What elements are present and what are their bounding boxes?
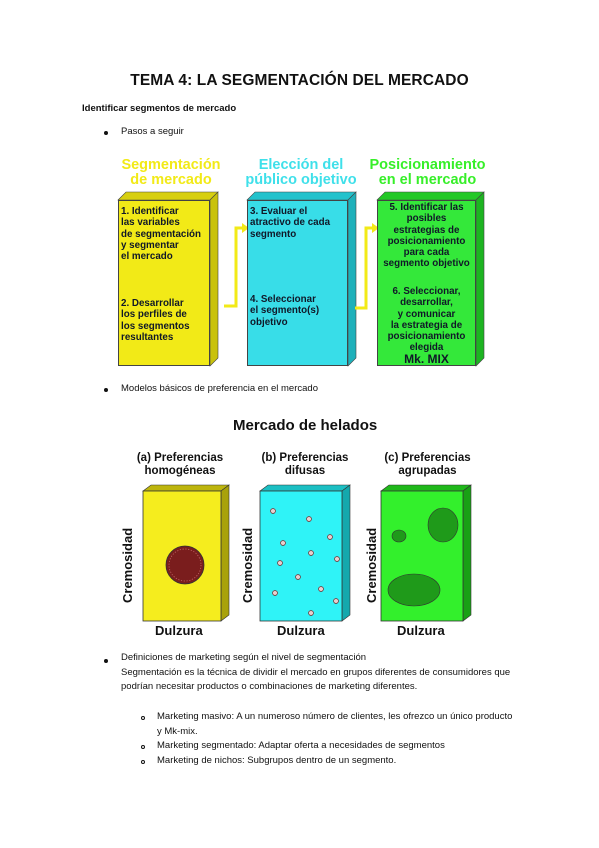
subitem-segmentado: Marketing segmentado: Adaptar oferta a n… — [157, 740, 445, 751]
subitem-masivo: Marketing masivo: A un numeroso número d… — [157, 711, 513, 737]
step-5-text: 5. Identificar las posibles estrategias … — [383, 202, 470, 270]
sub-bullet-circle — [141, 745, 145, 749]
bullet-dot — [104, 388, 108, 392]
panel-a-y-axis: Cremosidad — [120, 527, 135, 603]
preference-diagram: Mercado de helados (a) Preferencias homo… — [115, 415, 485, 645]
definiciones-body: Segmentación es la técnica de dividir el… — [121, 666, 511, 693]
header-segmentacion: Segmentación de mercado — [121, 157, 221, 188]
preference-diagram-title: Mercado de helados — [233, 417, 378, 434]
mk-mix-label: Mk. MIX — [404, 352, 449, 366]
box-posicionamiento — [377, 200, 476, 366]
preference-panels — [142, 484, 472, 622]
box-segmentacion — [118, 200, 210, 366]
box-eleccion — [247, 200, 348, 366]
step-2-text: 2. Desarrollar los perfiles de los segme… — [121, 298, 190, 343]
process-boxes-3d — [117, 191, 485, 367]
panel-b-x-axis: Dulzura — [277, 623, 325, 638]
sub-bullet-circle — [141, 760, 145, 764]
subitem-nichos: Marketing de nichos: Subgrupos dentro de… — [157, 755, 397, 766]
page-title: TEMA 4: LA SEGMENTACIÓN DEL MERCADO — [130, 72, 469, 89]
definiciones-title: Definiciones de marketing según el nivel… — [121, 652, 367, 663]
process-diagram: Segmentación de mercado Elección del púb… — [110, 156, 490, 376]
step-4-text: 4. Seleccionar el segmento(s) objetivo — [250, 294, 320, 328]
bullet-modelos: Modelos básicos de preferencia en el mer… — [121, 383, 318, 394]
bullet-pasos: Pasos a seguir — [121, 126, 184, 137]
panel-c-x-axis: Dulzura — [397, 623, 445, 638]
step-6-text: 6. Seleccionar, desarrollar, y comunicar… — [387, 286, 466, 354]
sub-bullet-circle — [141, 716, 145, 720]
panel-b-label: (b) Preferencias difusas — [261, 452, 349, 477]
header-posicionamiento: Posicionamiento en el mercado — [369, 157, 486, 188]
panel-b-y-axis: Cremosidad — [240, 527, 255, 603]
panel-a-x-axis: Dulzura — [155, 623, 203, 638]
step-1-text: 1. Identificar las variables de segmenta… — [121, 206, 202, 263]
bullet-dot — [104, 131, 108, 135]
panel-c-label: (c) Preferencias agrupadas — [384, 452, 471, 477]
panel-a-label: (a) Preferencias homogéneas — [136, 452, 224, 477]
bullet-dot — [104, 659, 108, 663]
header-eleccion: Elección del público objetivo — [245, 157, 357, 188]
section-heading: Identificar segmentos de mercado — [82, 103, 237, 114]
definiciones-block: Definiciones de marketing según el nivel… — [121, 651, 521, 695]
step-3-text: 3. Evaluar el atractivo de cada segmento — [250, 206, 331, 240]
panel-c-y-axis: Cremosidad — [364, 527, 379, 603]
